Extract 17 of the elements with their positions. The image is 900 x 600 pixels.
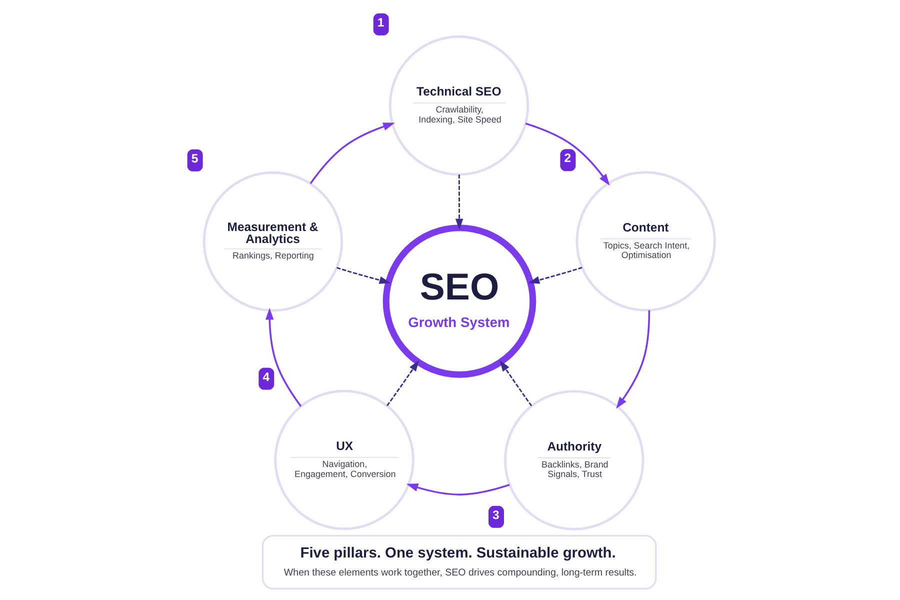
- arrow: [310, 122, 395, 184]
- arrow: [406, 484, 510, 496]
- node-label: 2: [564, 151, 572, 166]
- node-label: 1: [377, 15, 384, 30]
- arrow: [616, 310, 650, 409]
- node-label: 3: [492, 508, 500, 522]
- arrow: [336, 267, 390, 284]
- arrow: [265, 308, 302, 407]
- node-circle: SEO Growth System: [382, 224, 536, 378]
- arrow: [386, 360, 420, 406]
- node-box: Five pillars. One system. Sustainable growth. When these elements work together, SEO drives compounding, long-term results.: [262, 534, 657, 590]
- arrow: [528, 266, 582, 284]
- arrow: [500, 360, 532, 406]
- node-label: 4: [262, 370, 270, 384]
- arrow: [455, 174, 464, 230]
- arrow: [525, 122, 610, 186]
- node-label: 5: [191, 151, 198, 166]
